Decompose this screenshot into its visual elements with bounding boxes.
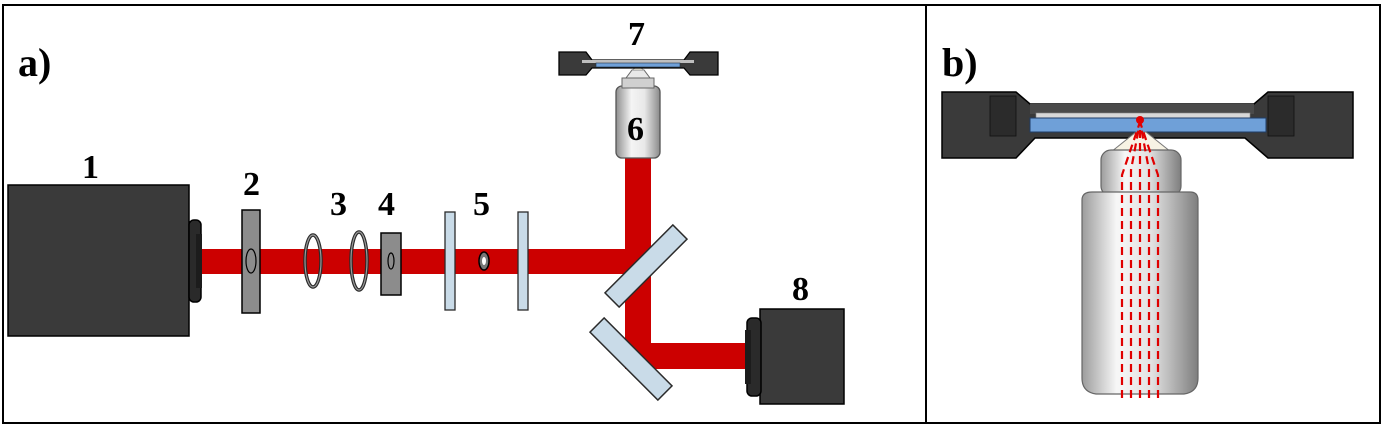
focal-spot (1136, 116, 1144, 124)
laser-source (7, 184, 202, 337)
component-label-3: 3 (330, 186, 347, 223)
beam-splitter-mirror (603, 223, 689, 309)
lens-pair (303, 230, 369, 292)
panel-b: b) (941, 40, 1354, 398)
panel-label-a: a) (18, 40, 51, 85)
aperture-plate (241, 209, 261, 314)
component-label-7: 7 (628, 16, 645, 53)
panel-a: a) 1 2 3 4 5 6 7 8 (7, 16, 845, 405)
component-label-5: 5 (473, 186, 490, 223)
component-label-2: 2 (243, 166, 260, 203)
camera (745, 308, 845, 405)
panel-label-b: b) (942, 40, 978, 85)
outer-border (2, 4, 1381, 424)
filter-block (380, 232, 402, 296)
component-label-8: 8 (792, 271, 809, 308)
spatial-filter (444, 211, 529, 311)
focused-rays (1120, 121, 1160, 398)
fold-mirror (588, 316, 674, 402)
component-label-6: 6 (627, 111, 644, 148)
zoomed-sample-stage (941, 91, 1354, 159)
component-label-1: 1 (82, 149, 99, 186)
sample-stage (558, 51, 719, 76)
component-label-4: 4 (378, 186, 395, 223)
